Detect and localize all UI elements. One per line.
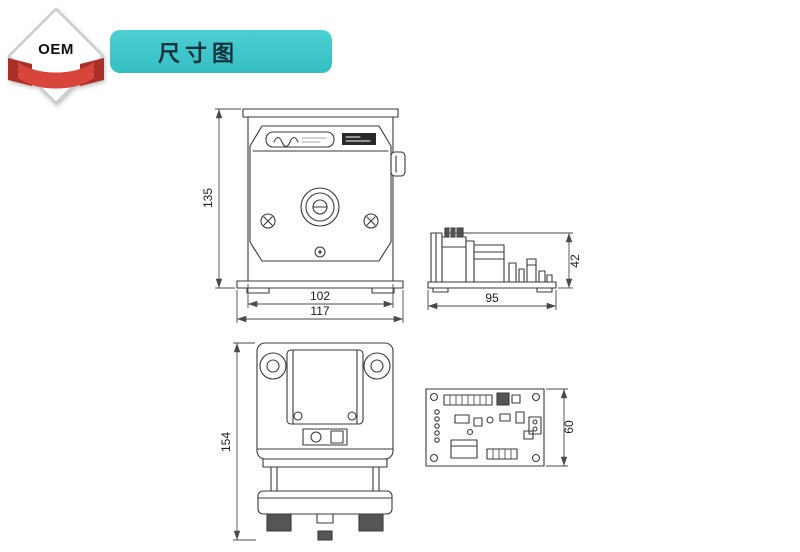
pcb-hole — [429, 453, 439, 463]
ribbon-band — [18, 62, 94, 89]
right-screw — [363, 213, 379, 229]
section-title: 尺寸图 — [158, 40, 240, 66]
gearbox — [286, 349, 364, 425]
bracket — [262, 458, 388, 468]
pcb-hole — [531, 453, 541, 463]
front-view-dimensions: 135 102 117 — [201, 108, 404, 323]
brand-label — [265, 131, 335, 148]
dim-pcb-height: 60 — [562, 420, 576, 434]
right-foot — [371, 287, 395, 294]
oem-badge-label: OEM — [38, 41, 74, 58]
pcb-view-drawing — [425, 388, 545, 467]
section-title-banner: 尺寸图 — [110, 30, 332, 73]
rear-foot-left — [266, 513, 292, 532]
front-view-drawing — [236, 108, 406, 294]
motor-body — [473, 244, 505, 283]
left-foot — [246, 287, 270, 294]
dim-front-width-base: 117 — [310, 304, 329, 318]
pcb-hole — [531, 392, 541, 402]
model-label — [342, 133, 376, 145]
side-view-drawing — [427, 227, 557, 293]
pcb-connector-bottom — [486, 448, 518, 460]
oem-badge-graphic: OEM — [7, 7, 105, 105]
capacitor — [526, 258, 537, 283]
bottom-pin — [314, 246, 326, 258]
pcb-terminal — [528, 416, 542, 435]
rear-view-dimensions: 154 — [219, 342, 256, 541]
dim-front-width-head: 102 — [310, 289, 330, 303]
rear-boss-right — [363, 352, 391, 380]
pump-top-cap — [242, 108, 399, 118]
tube-port — [444, 227, 464, 238]
brand-logo-mark — [273, 136, 299, 148]
dim-front-height: 135 — [201, 188, 215, 208]
oem-badge: OEM — [6, 6, 106, 106]
dim-side-height: 42 — [568, 254, 582, 268]
dim-rear-height: 154 — [219, 432, 233, 452]
pcb-board — [425, 388, 545, 467]
side-base-plate — [427, 281, 557, 289]
tube-lever — [390, 151, 406, 177]
pcb-view-dimensions: 60 — [546, 388, 576, 467]
rear-view-drawing — [256, 342, 394, 541]
rear-base-block — [257, 490, 393, 515]
head-side — [441, 236, 467, 283]
dim-side-width: 95 — [485, 291, 499, 305]
rear-boss-left — [259, 352, 287, 380]
rear-foot-right — [358, 513, 384, 532]
rotor-ring — [300, 187, 340, 227]
pcb-hole — [429, 392, 439, 402]
left-screw — [260, 213, 276, 229]
base-plate — [236, 280, 404, 289]
pcb-relay — [450, 439, 478, 459]
side-view-dimensions: 95 42 — [427, 232, 582, 310]
pcb-ic — [496, 392, 510, 406]
rear-bottom-pad — [317, 530, 333, 541]
